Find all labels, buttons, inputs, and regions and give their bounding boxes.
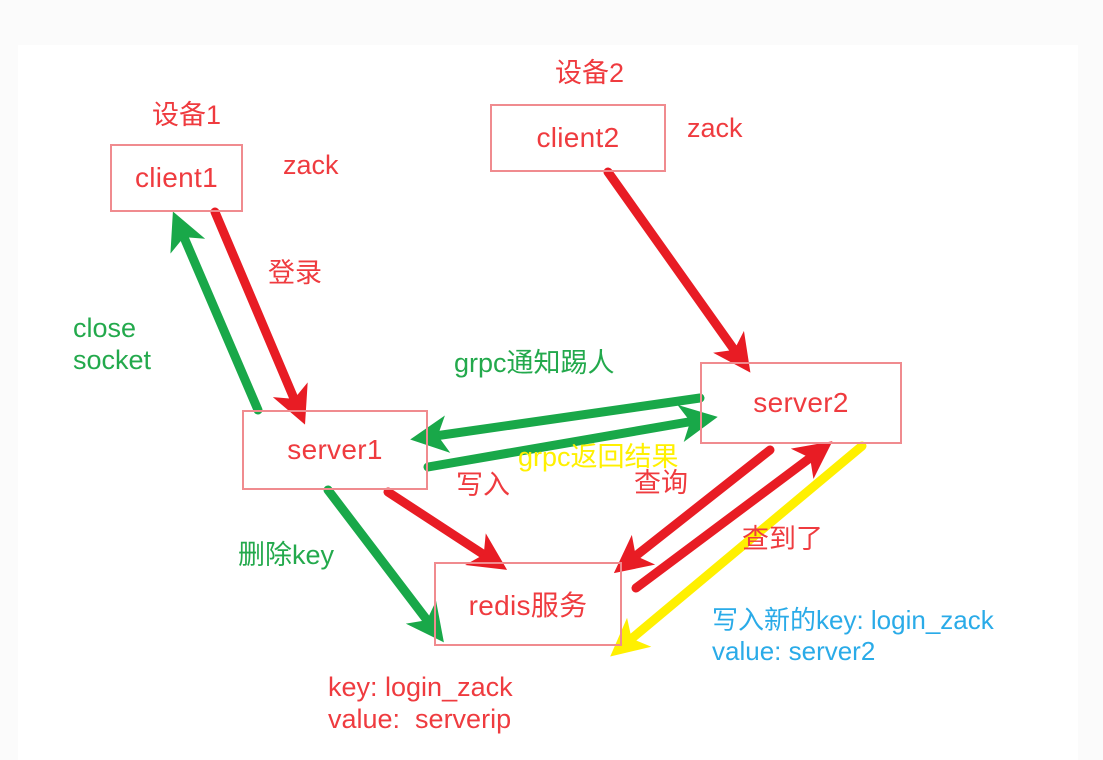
label-write: 写入: [456, 470, 510, 500]
node-client1[interactable]: client1: [110, 144, 243, 212]
label-zack-client1: zack: [283, 150, 339, 180]
node-client2[interactable]: client2: [490, 104, 666, 172]
node-server2[interactable]: server2: [700, 362, 902, 444]
label-login: 登录: [268, 258, 322, 288]
label-delete-key: 删除key: [238, 540, 335, 570]
node-redis-label: redis服务: [468, 590, 588, 621]
label-grpc-result: grpc返回结果: [518, 442, 679, 472]
label-write-new-kv: 写入新的key: login_zack value: server2: [712, 605, 994, 666]
label-redis-kv: key: login_zack value: serverip: [328, 672, 513, 734]
label-zack-client2: zack: [687, 113, 743, 143]
label-device2: 设备2: [555, 58, 625, 88]
node-server1-label: server1: [287, 434, 383, 465]
label-query: 查询: [634, 468, 688, 498]
label-close-socket: close socket: [73, 313, 152, 375]
node-server2-label: server2: [753, 387, 849, 418]
label-device1: 设备1: [152, 100, 222, 130]
node-redis[interactable]: redis服务: [434, 562, 622, 646]
label-grpc-notify: grpc通知踢人: [454, 348, 615, 378]
node-client2-label: client2: [536, 122, 620, 153]
label-found: 查到了: [742, 524, 823, 554]
node-server1[interactable]: server1: [242, 410, 428, 490]
node-client1-label: client1: [134, 162, 219, 193]
